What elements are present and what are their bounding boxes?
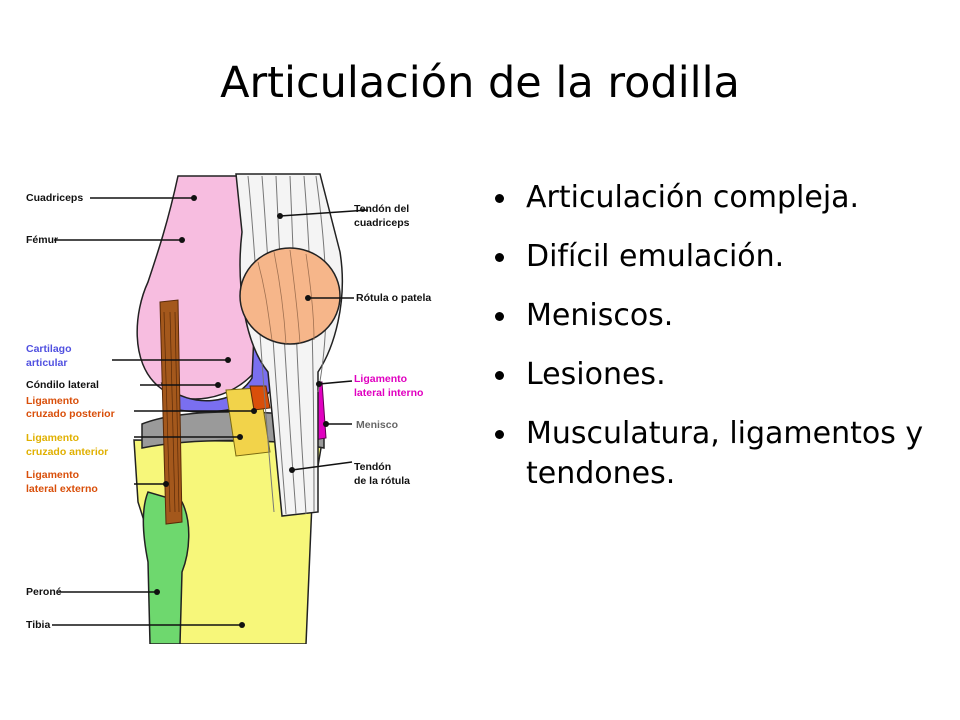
- label-lca-2: cruzado anterior: [26, 446, 108, 458]
- bullet-dot-icon: [495, 194, 504, 203]
- bullet-text: Articulación compleja.: [526, 180, 860, 215]
- patella-bone: [239, 247, 341, 345]
- label-tendon-cuad-2: cuadriceps: [354, 217, 410, 229]
- label-tendon-rot-2: de la rótula: [354, 475, 410, 487]
- slide-title: Articulación de la rodilla: [220, 58, 740, 108]
- bullet-item: Musculatura, ligamentos y tendones.: [490, 414, 940, 494]
- label-cuadriceps: Cuadriceps: [26, 192, 83, 204]
- label-lli-1: Ligamento: [354, 373, 407, 385]
- label-menisco: Menisco: [356, 419, 398, 431]
- bullet-item: Meniscos.: [490, 296, 940, 336]
- bullet-dot-icon: [495, 253, 504, 262]
- label-lle-2: lateral externo: [26, 483, 98, 495]
- label-lcp-2: cruzado posterior: [26, 408, 115, 420]
- patella-fibers: [257, 249, 315, 345]
- label-tendon-cuad-1: Tendón del: [354, 203, 409, 215]
- cruciate-ligament-posterior: [249, 385, 271, 411]
- bullet-text: Musculatura, ligamentos y tendones.: [526, 416, 924, 491]
- bullet-dot-icon: [495, 430, 504, 439]
- label-lca-1: Ligamento: [26, 432, 79, 444]
- bullet-dot-icon: [495, 371, 504, 380]
- bullet-text: Difícil emulación.: [526, 239, 785, 274]
- label-perone: Peroné: [26, 586, 62, 598]
- bullet-item: Difícil emulación.: [490, 237, 940, 277]
- label-lle-1: Ligamento: [26, 469, 79, 481]
- bullet-item: Lesiones.: [490, 355, 940, 395]
- label-femur: Fémur: [26, 234, 58, 246]
- bullet-dot-icon: [495, 312, 504, 321]
- label-tibia: Tibia: [26, 619, 50, 631]
- bullet-text: Lesiones.: [526, 357, 666, 392]
- label-lli-2: lateral interno: [354, 387, 423, 399]
- label-condilo: Cóndilo lateral: [26, 379, 99, 391]
- label-cartilago-1: Cartilago: [26, 343, 72, 355]
- fibula-bone: [142, 491, 190, 644]
- bullet-text: Meniscos.: [526, 298, 674, 333]
- label-rotula: Rótula o patela: [356, 292, 431, 304]
- label-cartilago-2: articular: [26, 357, 67, 369]
- bullet-list: Articulación compleja. Difícil emulación…: [490, 178, 940, 513]
- label-lcp-1: Ligamento: [26, 395, 79, 407]
- bullet-item: Articulación compleja.: [490, 178, 940, 218]
- label-tendon-rot-1: Tendón: [354, 461, 391, 473]
- knee-anatomy-diagram: Cuadriceps Fémur Cartilago articular Cón…: [26, 173, 431, 644]
